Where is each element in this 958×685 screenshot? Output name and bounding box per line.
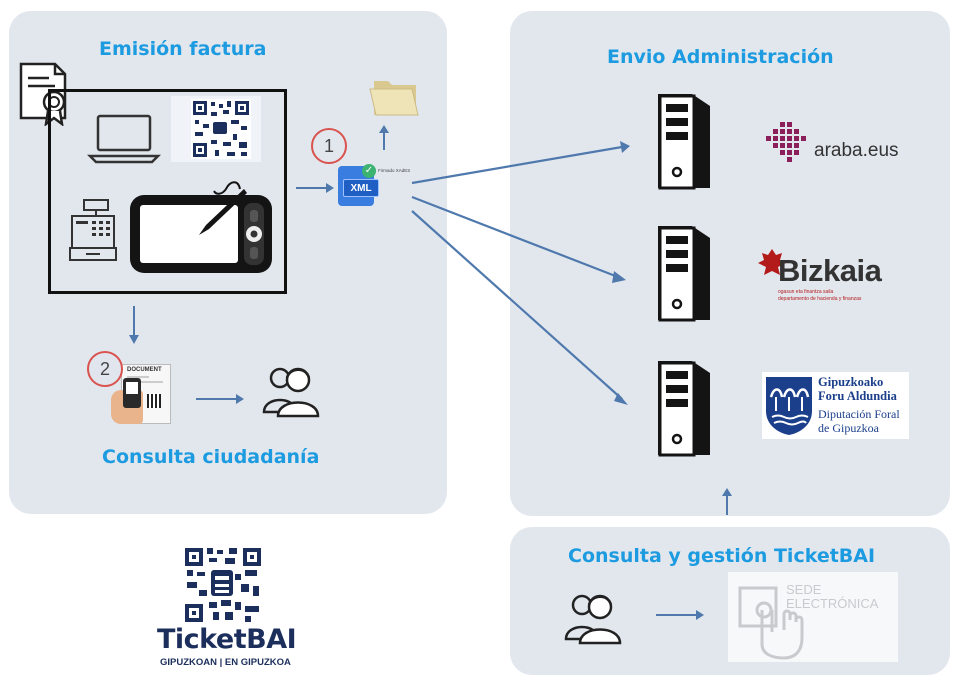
araba-logo: araba.eus <box>766 118 916 168</box>
touch-hand-icon <box>738 586 804 660</box>
xml-file-icon: XML ✓ Firmado XAdES <box>335 164 411 206</box>
araba-pixel-icon <box>766 122 806 162</box>
citizen-icon <box>256 360 326 420</box>
server-bizkaia-icon <box>652 224 716 324</box>
step-2-badge: 2 <box>87 351 123 387</box>
document-label: DOCUMENT <box>127 367 162 373</box>
arrow-to-citizen <box>196 392 246 406</box>
ticketbai-name: TicketBAI <box>157 624 297 655</box>
bizkaia-name: Bizkaia <box>778 253 882 288</box>
arrow-to-sede <box>656 608 706 622</box>
xml-label: XML <box>350 182 372 194</box>
server-araba-icon <box>652 92 716 192</box>
server-gipuzkoa-icon <box>652 359 716 459</box>
sede-electronica-logo[interactable]: SEDE ELECTRÓNICA <box>728 572 898 662</box>
step-1-badge: 1 <box>311 128 347 164</box>
gestion-citizen-icon <box>558 587 628 647</box>
certificate-icon <box>17 60 73 126</box>
step-1-label: 1 <box>323 135 334 156</box>
document-phone-icon: DOCUMENT <box>103 360 173 426</box>
devices-frame <box>48 89 287 294</box>
arrows-to-servers <box>400 135 640 415</box>
gipuzkoa-line3: Diputación Foral <box>818 407 900 421</box>
bizkaia-logo: Bizkaia ogasun eta finantza saila depart… <box>758 247 898 309</box>
consulta-ciudadania-title: Consulta ciudadanía <box>102 446 320 468</box>
gipuzkoa-logo: Gipuzkoako Foru Aldundia Diputación Fora… <box>762 372 909 439</box>
tablet-pen-icon <box>126 177 278 277</box>
arrow-to-xml <box>294 181 334 195</box>
bizkaia-sub1: ogasun eta finantza saila <box>778 289 834 295</box>
gipuzkoa-shield-icon <box>766 377 812 435</box>
qr-code-icon <box>171 96 261 162</box>
laptop-icon <box>86 112 162 164</box>
cash-register-icon <box>68 196 118 264</box>
gipuzkoa-line4: de Gipuzkoa <box>818 421 879 435</box>
check-badge-icon: ✓ <box>362 164 376 178</box>
sede-line2: ELECTRÓNICA <box>786 596 879 611</box>
araba-name: araba.eus <box>814 140 899 161</box>
ticketbai-qr-icon <box>183 546 263 624</box>
emision-title: Emisión factura <box>99 38 267 60</box>
consulta-gestion-title: Consulta y gestión TicketBAI <box>568 545 876 567</box>
xml-signed-label: Firmado XAdES <box>378 168 411 173</box>
ticketbai-region: GIPUZKOAN | EN GIPUZKOA <box>160 657 291 668</box>
gipuzkoa-line1: Gipuzkoako <box>818 375 884 389</box>
folder-icon <box>368 71 424 121</box>
gipuzkoa-line2: Foru Aldundia <box>818 389 897 403</box>
arrow-to-folder <box>377 124 391 150</box>
step-2-label: 2 <box>99 358 110 379</box>
arrow-to-envio <box>720 487 734 515</box>
sede-line1: SEDE <box>786 582 822 597</box>
bizkaia-leaf-icon <box>758 249 786 275</box>
envio-title: Envio Administración <box>607 46 834 68</box>
bizkaia-sub2: departamento de hacienda y finanzas <box>778 296 862 302</box>
arrow-to-document <box>127 306 141 346</box>
